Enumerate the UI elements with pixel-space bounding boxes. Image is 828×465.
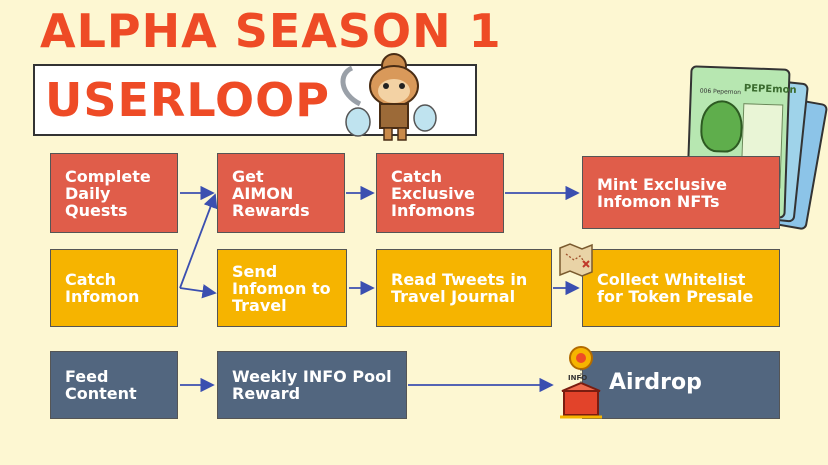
box-label: Read Tweets in Travel Journal xyxy=(391,270,528,306)
box-catch-infomon: Catch Infomon xyxy=(50,249,178,327)
airdrop-chest-icon xyxy=(560,346,602,419)
treasure-map-icon xyxy=(559,243,593,277)
box-send-infomon-travel: Send Infomon to Travel xyxy=(217,249,347,327)
arrow-catch-travel xyxy=(179,284,217,299)
box-read-tweets-journal: Read Tweets in Travel Journal xyxy=(376,249,552,327)
subtitle: USERLOOP xyxy=(45,73,330,127)
box-label: Feed Content xyxy=(65,367,137,403)
box-airdrop xyxy=(582,351,780,419)
box-mint-exclusive-nfts: Mint Exclusive Infomon NFTs xyxy=(582,156,780,229)
box-collect-whitelist: Collect Whitelist for Token Presale xyxy=(582,249,780,327)
box-complete-daily-quests: Complete Daily Quests xyxy=(50,153,178,233)
box-label: Complete Daily Quests xyxy=(65,166,151,220)
box-label: Catch Infomon xyxy=(65,270,140,306)
box-label: Mint Exclusive Infomon NFTs xyxy=(597,174,727,211)
box-label: Send Infomon to Travel xyxy=(232,261,331,315)
box-get-aimon-rewards: Get AIMON Rewards xyxy=(217,153,345,233)
box-label: Weekly INFO Pool Reward xyxy=(232,367,392,403)
airdrop-info-tag: INFO xyxy=(568,374,588,382)
box-label: Catch Exclusive Infomons xyxy=(391,166,475,220)
box-feed-content: Feed Content xyxy=(50,351,178,419)
box-label: Collect Whitelist for Token Presale xyxy=(597,270,754,306)
page-title: ALPHA SEASON 1 xyxy=(40,4,502,58)
airdrop-label: Airdrop xyxy=(609,370,702,395)
arrow-catch-rewards xyxy=(179,193,218,289)
monkey-mascot-icon xyxy=(340,53,437,141)
box-weekly-info-pool: Weekly INFO Pool Reward xyxy=(217,351,407,419)
box-catch-exclusive-infomons: Catch Exclusive Infomons xyxy=(376,153,504,233)
box-label: Get AIMON Rewards xyxy=(232,166,310,220)
